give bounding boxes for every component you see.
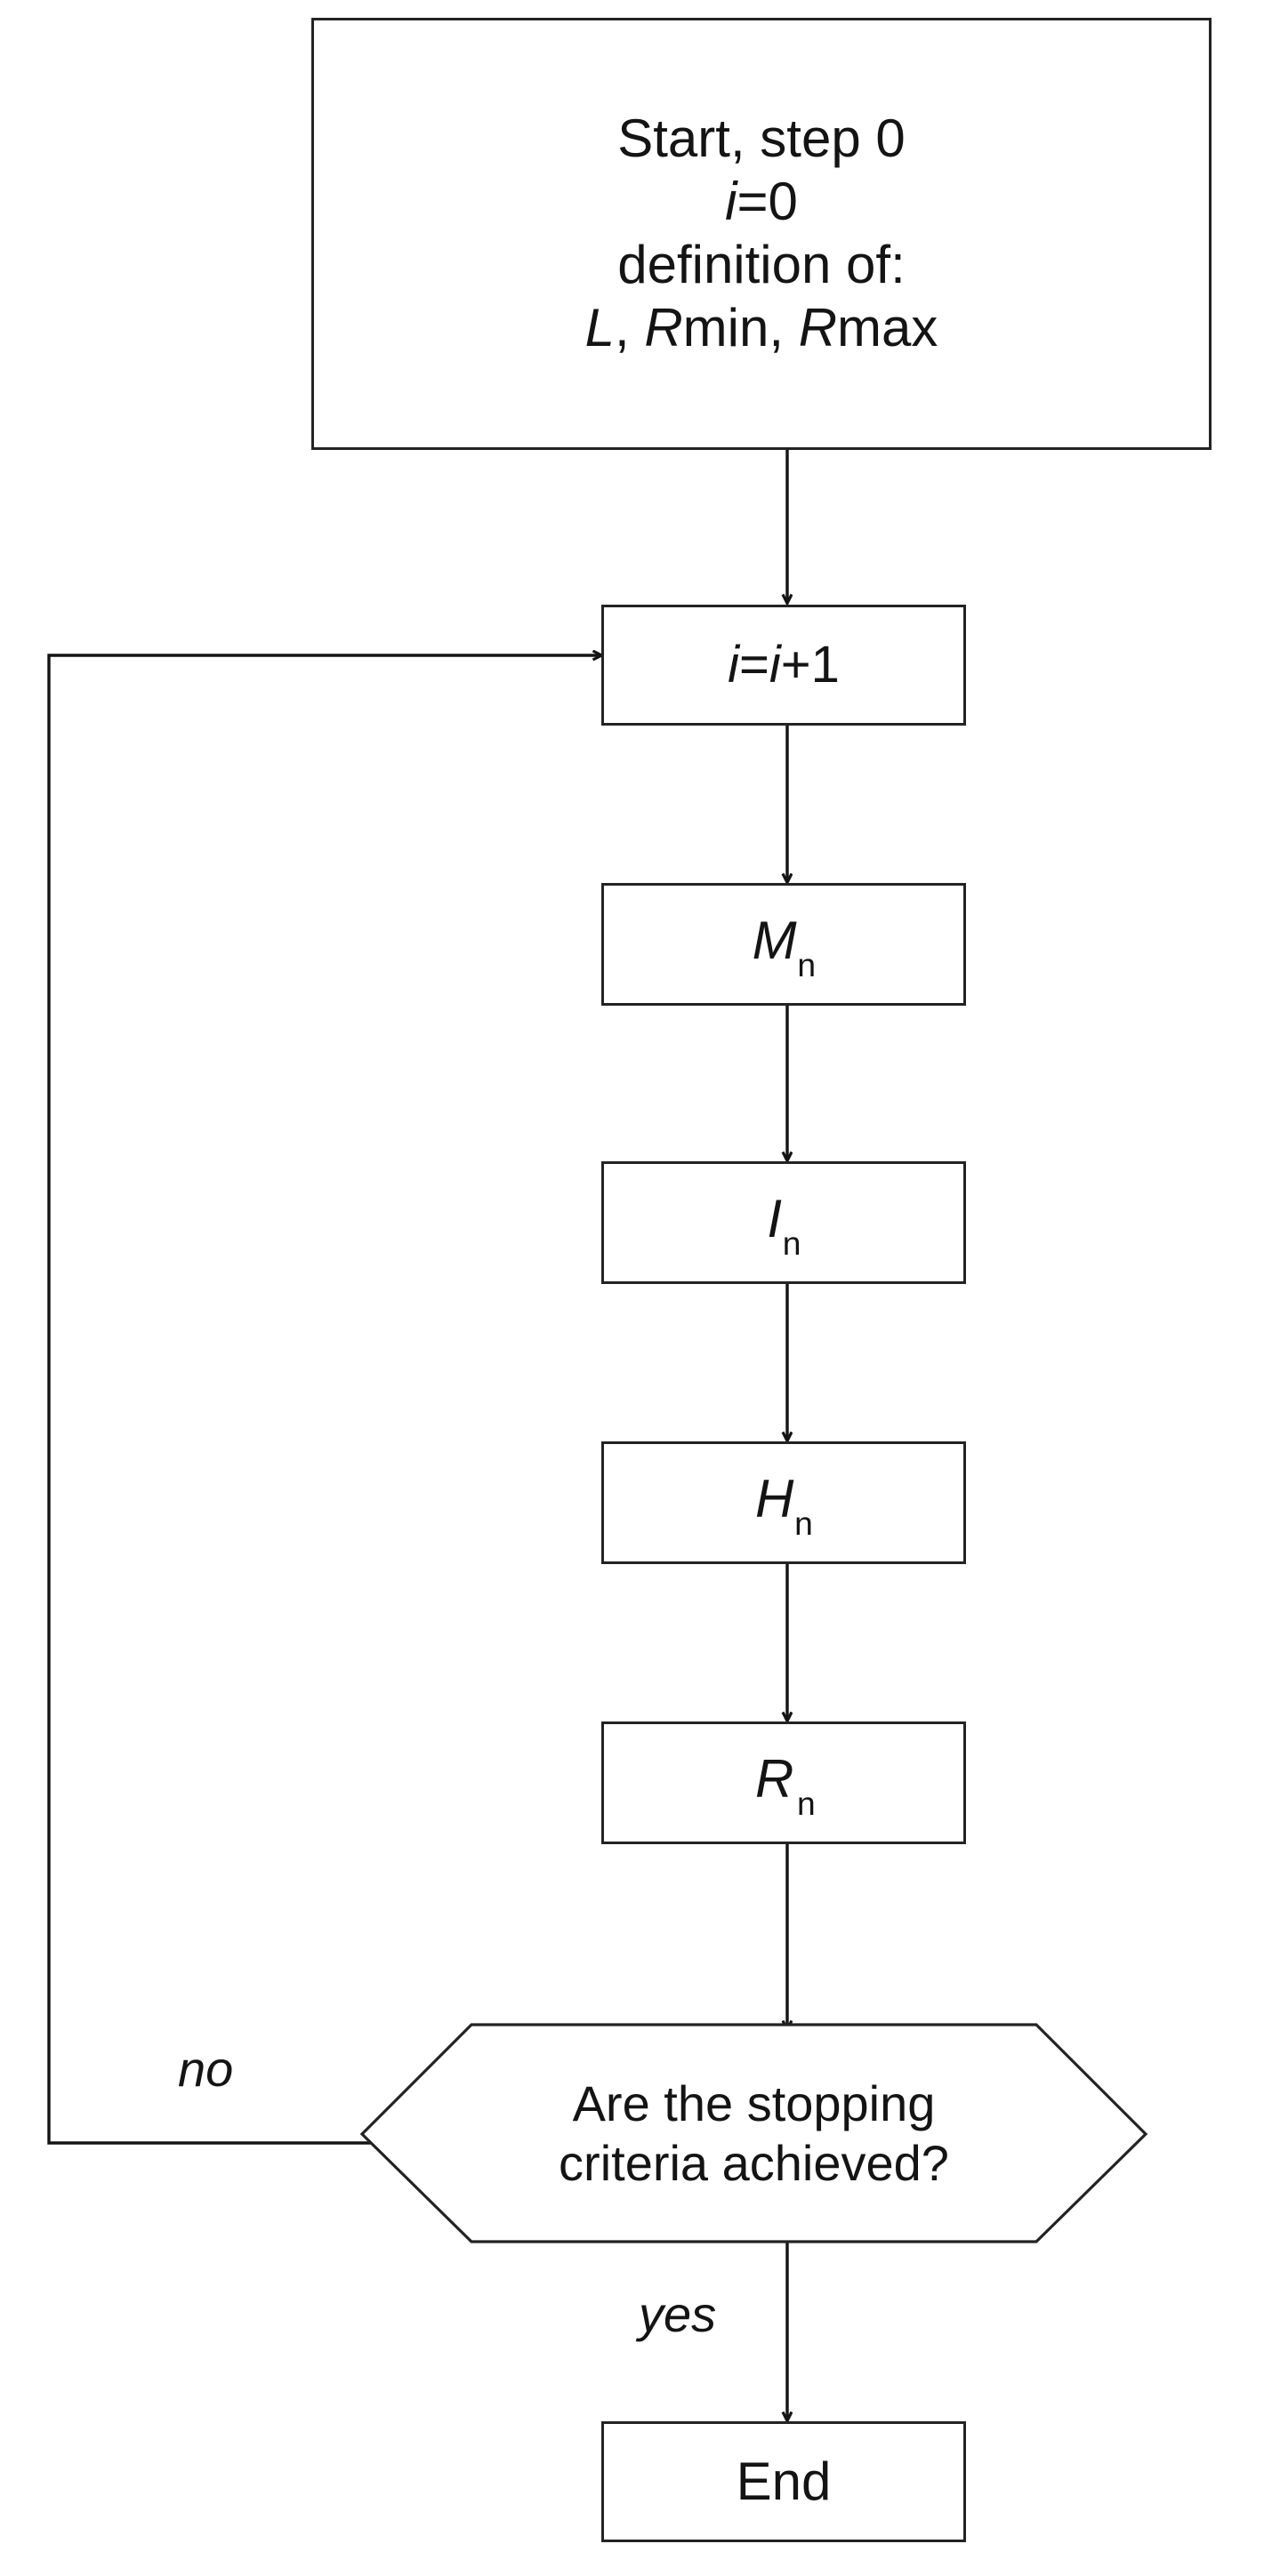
decision-hexagon-outline <box>359 2023 1148 2243</box>
decision-line-2: criteria achieved? <box>559 2134 949 2191</box>
node-m-step[interactable]: Mn <box>601 883 966 1006</box>
start-line-1: Start, step 0 <box>617 108 906 169</box>
r-step-symbol: Rn <box>754 1749 816 1823</box>
node-r-step[interactable]: Rn <box>601 1721 966 1844</box>
increment-expression: i=i+1 <box>728 635 840 694</box>
decision-line-1: Are the stopping <box>572 2075 936 2132</box>
node-decision[interactable]: Are the stopping criteria achieved? <box>362 2025 1146 2243</box>
node-h-step[interactable]: Hn <box>601 1441 966 1564</box>
node-increment[interactable]: i=i+1 <box>601 605 966 726</box>
end-label: End <box>736 2451 832 2511</box>
start-line-2: i=0 <box>725 172 798 232</box>
connector-decision-no-feedback <box>47 655 601 2145</box>
start-line-4: L, Rmin, Rmax <box>584 297 938 357</box>
m-step-symbol: Mn <box>752 911 817 984</box>
edge-label-yes: yes <box>639 2286 717 2342</box>
node-end[interactable]: End <box>601 2421 966 2542</box>
node-start[interactable]: Start, step 0 i=0 definition of: L, Rmin… <box>311 18 1212 450</box>
i-step-symbol: In <box>767 1189 801 1263</box>
start-line-3: definition of: <box>617 235 906 294</box>
edge-label-no: no <box>178 2041 234 2097</box>
h-step-symbol: Hn <box>754 1469 813 1543</box>
node-i-step[interactable]: In <box>601 1161 966 1284</box>
